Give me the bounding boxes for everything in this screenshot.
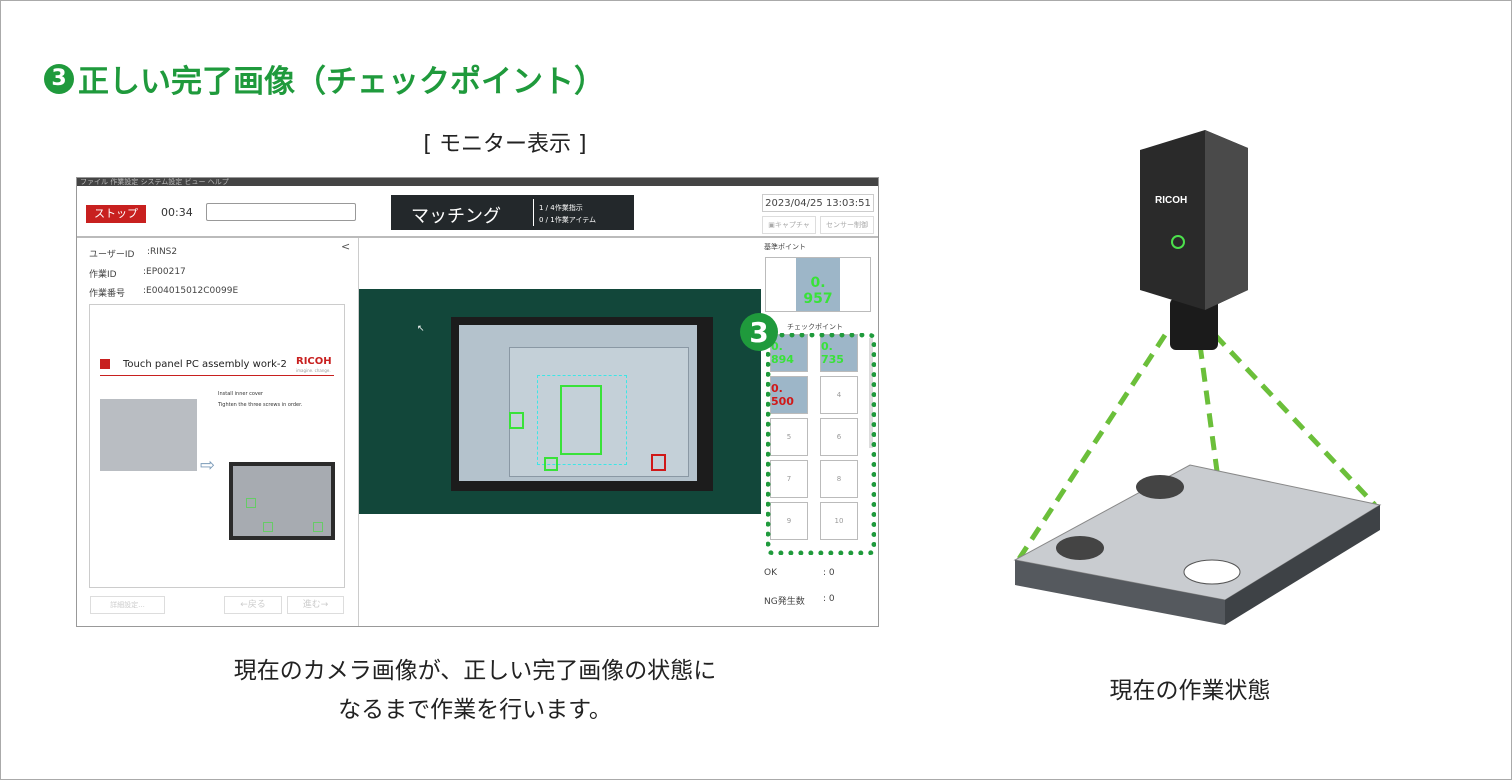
step-number-badge: 3 <box>44 63 74 94</box>
item-progress: 0 / 1作業アイテム <box>539 216 597 224</box>
ng-value: : 0 <box>823 594 835 604</box>
checkpoint-score: 4 <box>836 391 842 399</box>
collapse-chevron-icon[interactable]: < <box>341 240 351 253</box>
stop-button[interactable]: ストップ <box>86 205 146 223</box>
monitor-subtitle: [ モニター表示 ] <box>423 132 587 157</box>
screw-marker <box>313 522 323 532</box>
checkpoint-2-box <box>544 457 558 471</box>
work-number-label: 作業番号 <box>89 289 126 299</box>
monitor-screenshot: ファイル 作業設定 システム設定 ビュー ヘルプ ストップ 00:34 マッチン… <box>76 177 879 627</box>
before-photo <box>100 399 197 471</box>
arrow-icon: ⇨ <box>200 455 216 476</box>
caption-right: 現在の作業状態 <box>1109 678 1271 704</box>
checkpoint-label: チェックポイント <box>787 323 843 331</box>
checkpoint-1-box <box>509 412 524 429</box>
capture-label: キャプチャ <box>774 221 810 229</box>
mode-banner: マッチング 1 / 4作業指示 0 / 1作業アイテム <box>391 195 634 230</box>
user-id-label: ユーザーID <box>89 250 135 260</box>
checkpoint-thumbnail[interactable]: 10 <box>820 502 858 540</box>
checkpoint-panel: 基準ポイント 0. 957 チェックポイント 0. 894 0. 735 0. 50… <box>761 238 878 626</box>
doc-title: Touch panel PC assembly work-2 <box>123 359 287 370</box>
user-id-value: :RINS2 <box>147 247 178 257</box>
divider <box>533 199 534 226</box>
reference-region <box>537 375 627 465</box>
checkpoint-score: 0. 894 <box>771 340 794 366</box>
screw-icon <box>1136 475 1184 499</box>
after-photo <box>229 462 335 540</box>
ng-label: NG発生数 <box>764 597 805 607</box>
header-divider <box>77 236 878 238</box>
checkpoint-thumbnail[interactable]: 0. 735 <box>820 334 858 372</box>
datetime: 2023/04/25 13:03:51 <box>762 194 874 212</box>
plate-side-front <box>1015 560 1225 625</box>
doc-rule <box>100 375 334 376</box>
screw-icon <box>1056 536 1104 560</box>
ricoh-tagline: imagine. change. <box>296 368 331 373</box>
sensor-control-button[interactable]: センサー制御 <box>820 216 874 234</box>
checkpoint-thumbnail[interactable]: 0. 894 <box>770 334 808 372</box>
cursor-icon: ↖ <box>417 324 425 334</box>
menu-bar[interactable]: ファイル 作業設定 システム設定 ビュー ヘルプ <box>77 178 878 186</box>
reference-score: 0. 957 <box>803 275 833 307</box>
checkpoint-grid: 0. 894 0. 735 0. 500 4 5 6 7 8 9 10 <box>770 334 872 552</box>
doc-marker <box>100 359 110 369</box>
checkpoint-thumbnail[interactable]: 8 <box>820 460 858 498</box>
detail-settings-button[interactable]: 詳細設定... <box>90 596 165 614</box>
reference-box <box>560 385 602 455</box>
camera-brand: RICOH <box>1155 195 1187 206</box>
ok-label: OK <box>764 568 777 578</box>
work-id-label: 作業ID <box>89 270 117 280</box>
caption-left-line-1: 現在のカメラ画像が、正しい完了画像の状態に <box>233 658 717 684</box>
caption-left-line-2: なるまで作業を行います。 <box>338 697 612 723</box>
screw-marker <box>246 498 256 508</box>
camera-icon: ▣ <box>768 221 775 229</box>
screw-hole-icon <box>1183 559 1241 585</box>
timer: 00:34 <box>161 206 193 219</box>
checkpoint-score: 0. 500 <box>771 382 794 408</box>
checkpoint-thumbnail[interactable]: 6 <box>820 418 858 456</box>
checkpoint-highlight <box>766 333 876 555</box>
checkpoint-score: 5 <box>786 433 792 441</box>
work-id-value: :EP00217 <box>143 267 186 277</box>
work-info-panel: < ユーザーID :RINS2 作業ID :EP00217 作業番号 :E004… <box>77 238 359 626</box>
checkpoint-score: 0. 735 <box>821 340 844 366</box>
capture-button[interactable]: ▣キャプチャ <box>762 216 816 234</box>
section-heading: 3 正しい完了画像（チェックポイント） <box>44 56 605 101</box>
status-field <box>206 203 356 221</box>
reference-point-label: 基準ポイント <box>764 243 806 251</box>
reference-thumbnail: 0. 957 <box>765 257 871 312</box>
plate-side-right <box>1225 505 1380 625</box>
checkpoint-thumbnail[interactable]: 0. 500 <box>770 376 808 414</box>
screw-marker <box>263 522 273 532</box>
callout-number-badge: 3 <box>740 313 778 351</box>
camera-view: ↖ <box>359 289 761 514</box>
work-number-value: :E004015012C0099E <box>143 286 239 296</box>
checkpoint-thumbnail[interactable]: 4 <box>820 376 858 414</box>
instruction-progress: 1 / 4作業指示 <box>539 204 583 212</box>
mode-label: マッチング <box>411 206 501 227</box>
instruction-document: Touch panel PC assembly work-2 RICOH ima… <box>89 304 345 588</box>
reference-image <box>796 258 840 311</box>
camera-illustration: RICOH <box>1012 130 1382 625</box>
checkpoint-score: 6 <box>836 433 842 441</box>
doc-step-1: Install inner cover <box>218 391 263 397</box>
power-indicator-icon <box>1171 235 1185 249</box>
checkpoint-3-box <box>651 454 666 471</box>
checkpoint-score: 10 <box>834 517 844 525</box>
camera-lens <box>1170 298 1218 350</box>
checkpoint-score: 8 <box>836 475 842 483</box>
next-button[interactable]: 進む→ <box>287 596 344 614</box>
checkpoint-score: 7 <box>786 475 792 483</box>
heading-text: 正しい完了画像（チェックポイント） <box>78 64 605 100</box>
doc-step-2: Tighten the three screws in order. <box>218 402 303 408</box>
checkpoint-score: 9 <box>786 517 792 525</box>
ricoh-logo: RICOH <box>296 356 332 367</box>
ok-value: : 0 <box>823 568 835 578</box>
back-button[interactable]: ←戻る <box>224 596 282 614</box>
